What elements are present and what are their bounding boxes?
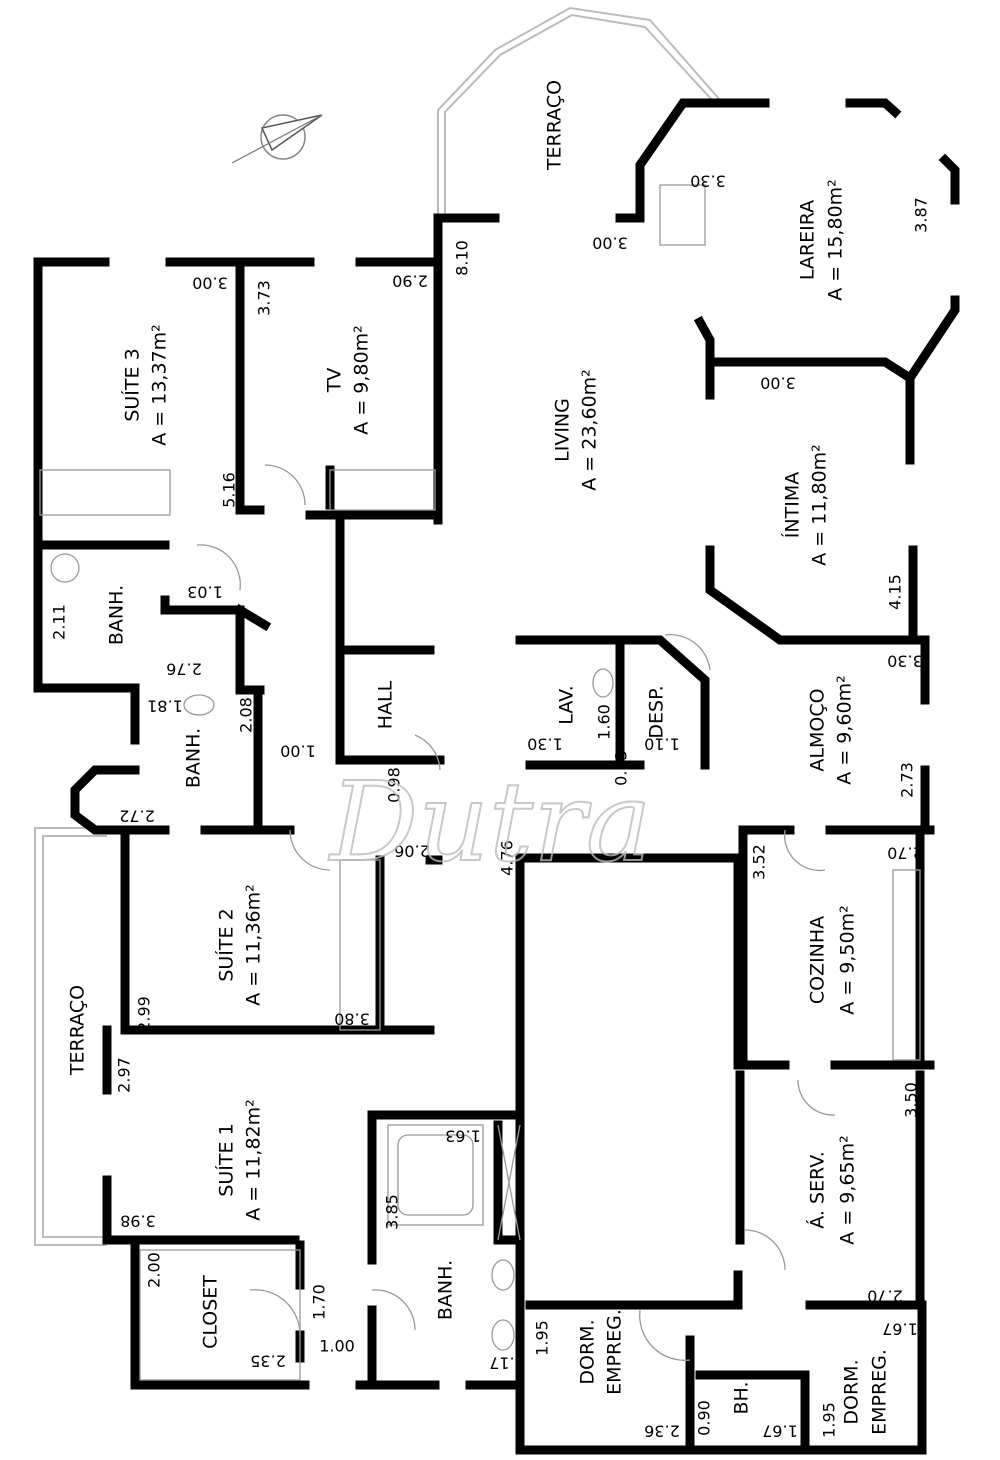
dimension: 2.97 <box>115 1057 134 1093</box>
room-dorm-empreg-2: DORM. <box>841 1359 863 1424</box>
walls <box>33 98 960 1455</box>
dimension: 4.15 <box>886 574 905 610</box>
room-area-servico: Á. SERV. <box>806 1151 829 1229</box>
room-almoco-area: A = 9,60m² <box>834 675 856 784</box>
dimension: 1.67 <box>882 1320 918 1339</box>
watermark-logo: Dutra <box>328 758 651 886</box>
room-labels: TERRAÇO LAREIRA A = 15,80m² SUÍTE 3 A = … <box>67 80 891 1435</box>
room-cozinha-area: A = 9,50m² <box>837 905 859 1014</box>
room-closet: CLOSET <box>200 1275 222 1349</box>
dimension: 1.95 <box>820 1402 839 1438</box>
dimension: 1.81 <box>147 697 183 716</box>
dimension: 2.70 <box>867 1287 903 1306</box>
room-dorm-empreg-1-sub: EMPREG. <box>604 1309 626 1395</box>
room-hall: HALL <box>375 680 397 729</box>
room-banh-suite2: BANH. <box>183 728 205 788</box>
room-banh-suite1: BANH. <box>435 1260 457 1320</box>
dimension: 3.98 <box>120 1212 156 1231</box>
dimension: 3.73 <box>255 280 274 316</box>
room-lav: LAV. <box>556 685 578 724</box>
dimension: 1.30 <box>527 735 563 754</box>
dimension: 1.67 <box>762 1422 798 1441</box>
dimension: 3.30 <box>887 652 923 671</box>
dimension: 2.17 <box>489 1354 525 1373</box>
room-suite-3-area: A = 13,37m² <box>149 324 171 446</box>
room-banh-suite3: BANH. <box>106 585 128 645</box>
dimension: 2.76 <box>166 660 202 679</box>
dimension: 2.72 <box>119 807 155 826</box>
dimension: 2.35 <box>250 1352 286 1371</box>
dimension: 3.85 <box>383 1194 402 1230</box>
dimension: 1.10 <box>644 735 680 754</box>
dimension: 2.70 <box>887 844 923 863</box>
room-intima: ÍNTIMA <box>781 472 804 538</box>
room-dorm-empreg-1: DORM. <box>577 1319 599 1384</box>
dimension: 1.00 <box>319 1337 355 1356</box>
dimension: 2.08 <box>237 697 256 733</box>
room-tv-area: A = 9,80m² <box>351 325 373 434</box>
dimension: 3.00 <box>192 274 228 293</box>
room-living-area: A = 23,60m² <box>579 369 601 491</box>
dimension: 1.00 <box>280 742 316 761</box>
room-suite-2: SUÍTE 2 <box>215 908 238 981</box>
dimension: 0.98 <box>385 767 404 803</box>
dimension: 2.06 <box>394 842 430 861</box>
dimension: 3.87 <box>912 197 931 233</box>
room-suite-2-area: A = 11,36m² <box>243 884 265 1006</box>
dimension: 2.73 <box>898 762 917 798</box>
dimension: 2.11 <box>50 604 69 640</box>
dimension: 5.16 <box>220 472 239 508</box>
dimension: 0.90 <box>695 1400 714 1436</box>
room-bh: BH. <box>731 1381 753 1414</box>
room-suite-1-area: A = 11,82m² <box>243 1099 265 1221</box>
dimension: 2.00 <box>145 1252 164 1288</box>
dimension: 0.93 <box>612 750 631 786</box>
dimension: 2.99 <box>135 996 154 1032</box>
dimension: 3.30 <box>690 172 726 191</box>
dimension: 8.10 <box>453 240 472 276</box>
room-area-servico-area: A = 9,65m² <box>837 1135 859 1244</box>
room-desp: DESP. <box>646 685 668 738</box>
dimension: 3.80 <box>334 1010 370 1029</box>
room-almoco: ALMOÇO <box>807 688 829 771</box>
dimension-labels: 3.00 2.90 3.00 3.30 3.00 1.03 2.76 1.81 … <box>50 172 931 1441</box>
room-intima-area: A = 11,80m² <box>809 444 831 566</box>
room-suite-3: SUÍTE 3 <box>121 348 144 421</box>
room-lareira-area: A = 15,80m² <box>825 179 847 301</box>
fixtures <box>39 184 921 1381</box>
dimension: 3.52 <box>750 844 769 880</box>
room-terraco-top: TERRAÇO <box>544 80 566 171</box>
room-cozinha: COZINHA <box>807 916 829 1004</box>
dimension: 1.95 <box>533 1320 552 1356</box>
dimension: 2.90 <box>392 272 428 291</box>
room-dorm-empreg-2-sub: EMPREG. <box>869 1349 891 1435</box>
dimension: 1.60 <box>595 704 614 740</box>
terrace-outline <box>34 6 721 1246</box>
dimension: 1.03 <box>187 583 223 602</box>
dimension: 1.63 <box>445 1127 481 1146</box>
room-suite-1: SUÍTE 1 <box>215 1123 238 1196</box>
dimension: 3.00 <box>592 234 628 253</box>
dimension: 1.70 <box>310 1284 329 1320</box>
north-arrow-icon <box>231 114 323 164</box>
dimension: 2.36 <box>644 1422 680 1441</box>
room-lareira: LAREIRA <box>797 200 819 280</box>
dimension: 3.00 <box>760 374 796 393</box>
room-living: LIVING <box>552 398 574 462</box>
dimension: 3.50 <box>902 1082 921 1118</box>
room-terraco-left: TERRAÇO <box>67 985 89 1076</box>
room-tv: TV <box>324 368 346 394</box>
dimension: 4.76 <box>498 840 517 876</box>
